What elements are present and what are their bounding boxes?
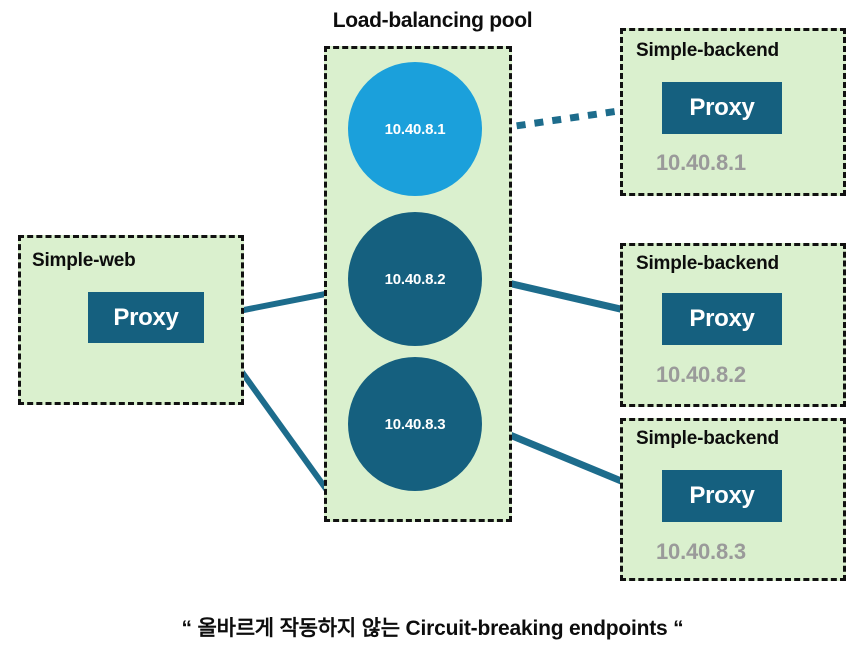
simple-backend-title-3: Simple-backend [636, 428, 779, 449]
pool-endpoint-ip-3: 10.40.8.3 [384, 415, 446, 433]
pool-endpoint-ip-2: 10.40.8.2 [384, 270, 446, 288]
simple-backend-title-1: Simple-backend [636, 40, 779, 61]
pool-endpoint-ip-1: 10.40.8.1 [384, 120, 446, 138]
simple-backend-proxy-box-2[interactable]: Proxy [662, 293, 782, 345]
pool-endpoint-circle-2[interactable]: 10.40.8.2 [348, 212, 482, 346]
simple-web-proxy-box[interactable]: Proxy [88, 292, 204, 343]
simple-backend-proxy-box-3[interactable]: Proxy [662, 470, 782, 522]
simple-backend-ip-3: 10.40.8.3 [656, 539, 746, 564]
pool-endpoint-circle-1[interactable]: 10.40.8.1 [348, 62, 482, 196]
bottom-caption: “ 올바르게 작동하지 않는 Circuit-breaking endpoint… [181, 617, 684, 640]
pool-endpoint-circle-3[interactable]: 10.40.8.3 [348, 357, 482, 491]
simple-web-title: Simple-web [32, 250, 136, 271]
simple-backend-title-2: Simple-backend [636, 253, 779, 274]
simple-backend-proxy-box-1[interactable]: Proxy [662, 82, 782, 134]
simple-backend-ip-1: 10.40.8.1 [656, 150, 746, 175]
simple-web-group[interactable] [18, 235, 244, 405]
simple-backend-ip-2: 10.40.8.2 [656, 362, 746, 387]
